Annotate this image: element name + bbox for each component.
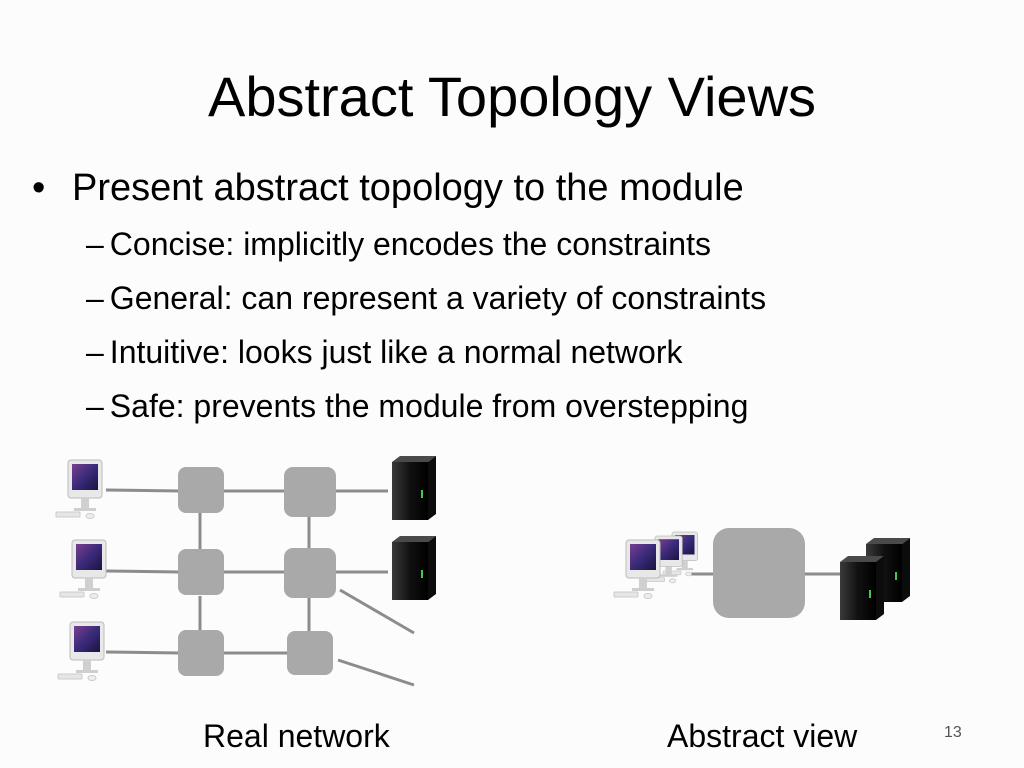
- bullet-marker: •: [32, 167, 46, 209]
- slide-title: Abstract Topology Views: [207, 65, 817, 128]
- topology-diagram: [55, 456, 910, 687]
- switch-node: [287, 631, 333, 675]
- server-icon: [392, 536, 436, 600]
- switch-node: [178, 630, 224, 676]
- link: [105, 488, 181, 493]
- sub-bullet-text: Safe: prevents the module from overstepp…: [109, 388, 749, 424]
- link: [339, 588, 415, 635]
- sub-bullet-concise: –Concise: implicitly encodes the constra…: [86, 217, 766, 271]
- dash-marker: –: [86, 280, 104, 316]
- sub-bullet-safe: –Safe: prevents the module from overstep…: [86, 379, 766, 433]
- network-links: [105, 488, 415, 687]
- sub-bullet-container: –Concise: implicitly encodes the constra…: [32, 217, 766, 433]
- abstract-view: [613, 528, 910, 620]
- switch-node: [284, 467, 336, 517]
- switch-node: [284, 548, 336, 598]
- dash-marker: –: [86, 388, 104, 424]
- sub-bullet-text: Concise: implicitly encodes the constrai…: [109, 226, 711, 262]
- link: [105, 569, 181, 574]
- sub-bullet-intuitive: –Intuitive: looks just like a normal net…: [86, 325, 766, 379]
- sub-bullet-text: General: can represent a variety of cons…: [109, 280, 767, 316]
- big-switch: [713, 528, 805, 618]
- dash-marker: –: [86, 334, 104, 370]
- sub-bullet-list: –Concise: implicitly encodes the constra…: [86, 217, 766, 433]
- caption-real-network: Real network: [203, 718, 390, 754]
- dash-marker: –: [86, 226, 104, 262]
- page-number: 13: [944, 724, 962, 741]
- server-icon: [840, 556, 884, 620]
- computer-icon: [613, 539, 661, 599]
- computer-icon: [55, 459, 103, 519]
- link: [105, 650, 181, 655]
- computer-icon: [57, 621, 105, 681]
- link: [337, 658, 415, 687]
- switches: [178, 467, 336, 676]
- computer-icon: [59, 539, 107, 599]
- bullet-main: • Present abstract topology to the modul…: [32, 165, 766, 211]
- bullet-main-text: Present abstract topology to the module: [72, 167, 744, 209]
- bullet-list: • Present abstract topology to the modul…: [32, 165, 766, 433]
- sub-bullet-general: –General: can represent a variety of con…: [86, 271, 766, 325]
- server-icon: [392, 456, 436, 520]
- caption-abstract-view: Abstract view: [667, 718, 858, 754]
- switch-node: [178, 549, 224, 595]
- sub-bullet-text: Intuitive: looks just like a normal netw…: [109, 334, 683, 370]
- real-network: [55, 456, 436, 687]
- switch-node: [178, 467, 224, 513]
